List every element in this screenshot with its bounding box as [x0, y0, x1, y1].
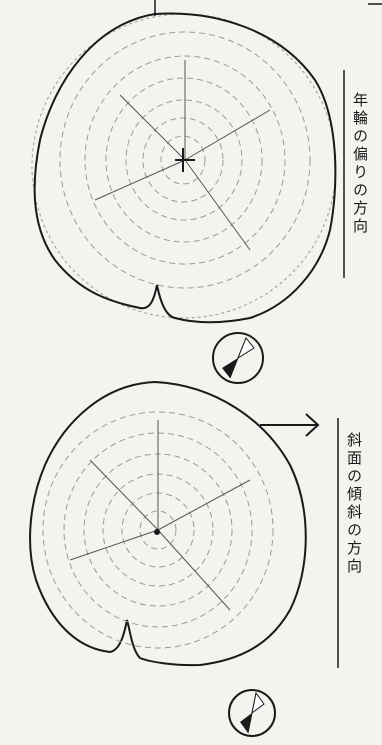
bottom-radial-cracks: [70, 420, 250, 610]
ring-bias-direction-label: 年輪の偏りの方向: [350, 92, 371, 236]
bottom-pith-dot: [154, 529, 160, 535]
slope-direction-label: 斜面の傾斜の方向: [344, 432, 365, 576]
top-tree-section: [32, 0, 382, 322]
top-stump-outline: [35, 14, 336, 323]
bottom-compass-icon: [229, 690, 275, 736]
slope-arrow-icon: [260, 414, 318, 436]
top-compass-icon: [213, 333, 263, 383]
